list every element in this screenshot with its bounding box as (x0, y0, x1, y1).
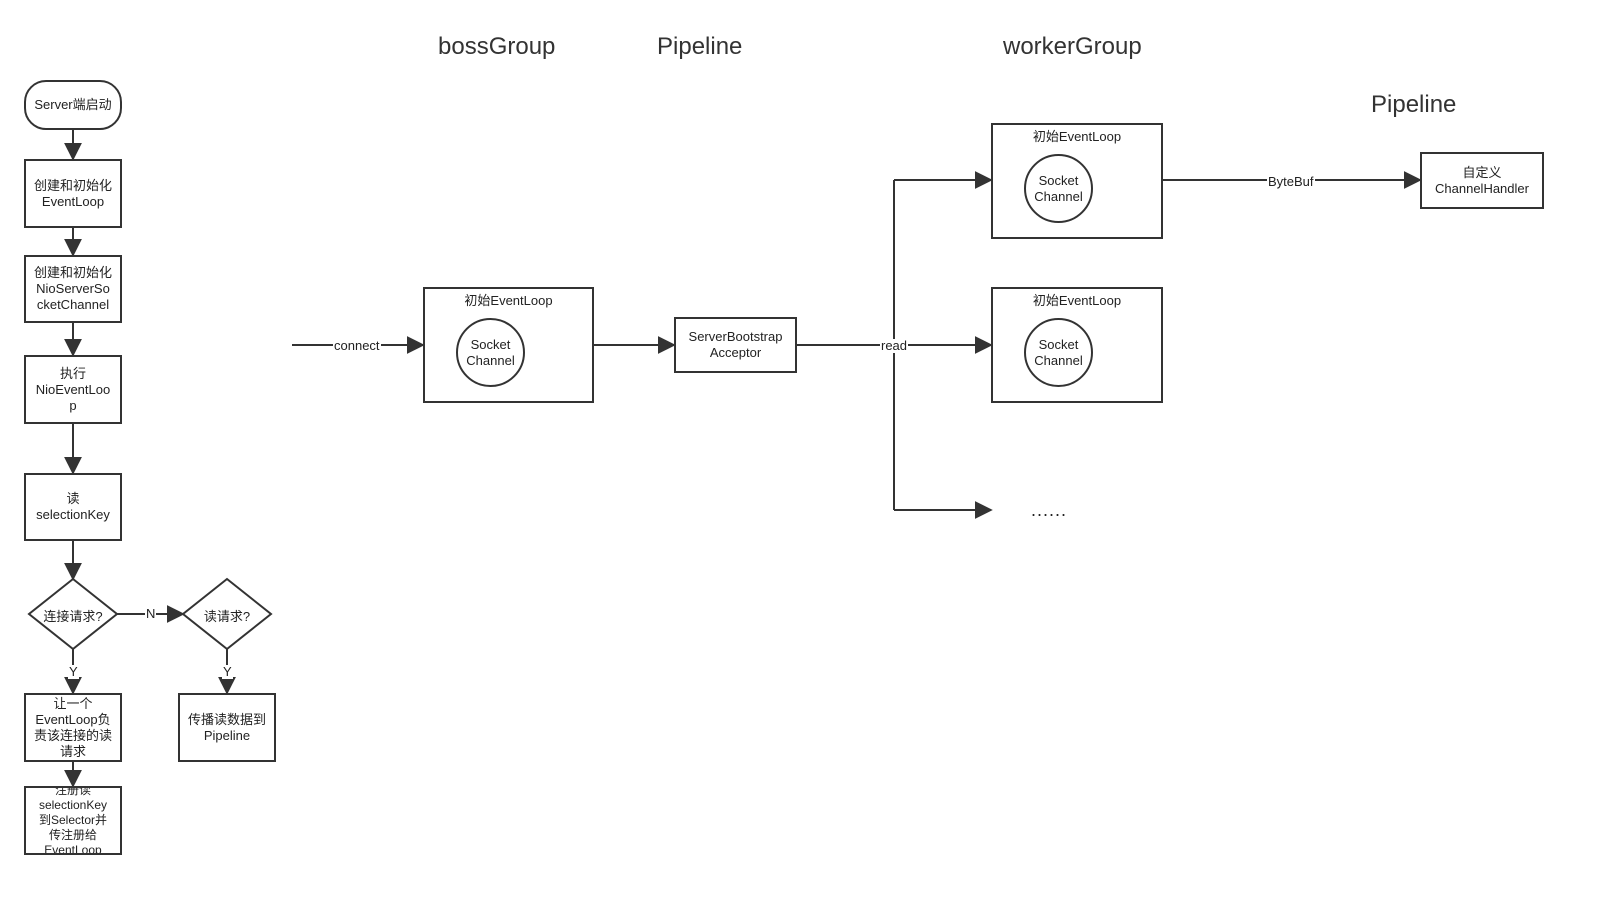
heading-pipeline-2: Pipeline (1371, 91, 1457, 118)
server-bootstrap-acceptor-label: ServerBootstrap Acceptor (688, 329, 783, 360)
edge-label-y-right: Y (222, 664, 233, 679)
node-read-selection-key-label: 读 selectionKey (36, 491, 110, 522)
edge-label-connect: connect (333, 338, 381, 353)
node-register-read: 注册读 selectionKey 到Selector并 传注册给 EventLo… (24, 786, 122, 855)
heading-pipeline-1: Pipeline (657, 33, 743, 60)
boss-event-loop-title: 初始EventLoop (464, 293, 553, 308)
edge-label-y-left: Y (68, 664, 79, 679)
server-bootstrap-acceptor: ServerBootstrap Acceptor (674, 317, 797, 373)
node-register-read-label: 注册读 selectionKey 到Selector并 传注册给 EventLo… (38, 786, 108, 855)
more-workers-ellipsis: ...... (1031, 500, 1068, 520)
decision-read-shape (181, 577, 273, 651)
custom-channel-handler: 自定义 ChannelHandler (1420, 152, 1544, 209)
node-propagate-read: 传播读数据到 Pipeline (178, 693, 276, 762)
heading-boss-group: bossGroup (438, 33, 556, 60)
node-create-event-loop: 创建和初始化 EventLoop (24, 159, 122, 228)
decision-connect-shape (27, 577, 119, 651)
node-server-start: Server端启动 (24, 80, 122, 130)
worker-event-loop-2-title: 初始EventLoop (1032, 293, 1122, 308)
custom-channel-handler-label: 自定义 ChannelHandler (1435, 164, 1529, 196)
node-assign-event-loop-label: 让一个 EventLoop负 责该连接的读 请求 (33, 695, 112, 759)
node-create-channel: 创建和初始化 NioServerSo cketChannel (24, 255, 122, 323)
edge-label-n: N (145, 606, 157, 621)
node-create-channel-label: 创建和初始化 NioServerSo cketChannel (33, 265, 112, 312)
decision-connect-label: 连接请求? (43, 609, 103, 624)
node-run-event-loop-label: 执行 NioEventLoo p (35, 365, 111, 413)
edge-label-bytebuf: ByteBuf (1267, 174, 1315, 189)
boss-socket-channel: Socket Channel (456, 318, 525, 387)
node-assign-event-loop: 让一个 EventLoop负 责该连接的读 请求 (24, 693, 122, 762)
node-server-start-label: Server端启动 (34, 97, 112, 112)
edge-label-read: read (880, 338, 909, 353)
node-create-event-loop-label: 创建和初始化 EventLoop (33, 177, 112, 209)
node-run-event-loop: 执行 NioEventLoo p (24, 355, 122, 424)
worker-event-loop-1-title: 初始EventLoop (1032, 129, 1122, 144)
node-propagate-read-label: 传播读数据到 Pipeline (187, 711, 266, 743)
worker-2-socket-channel: Socket Channel (1024, 318, 1093, 387)
worker-1-socket-channel: Socket Channel (1024, 154, 1093, 223)
node-read-selection-key: 读 selectionKey (24, 473, 122, 541)
decision-read-label: 读请求? (203, 609, 251, 624)
heading-worker-group: workerGroup (1003, 33, 1142, 60)
